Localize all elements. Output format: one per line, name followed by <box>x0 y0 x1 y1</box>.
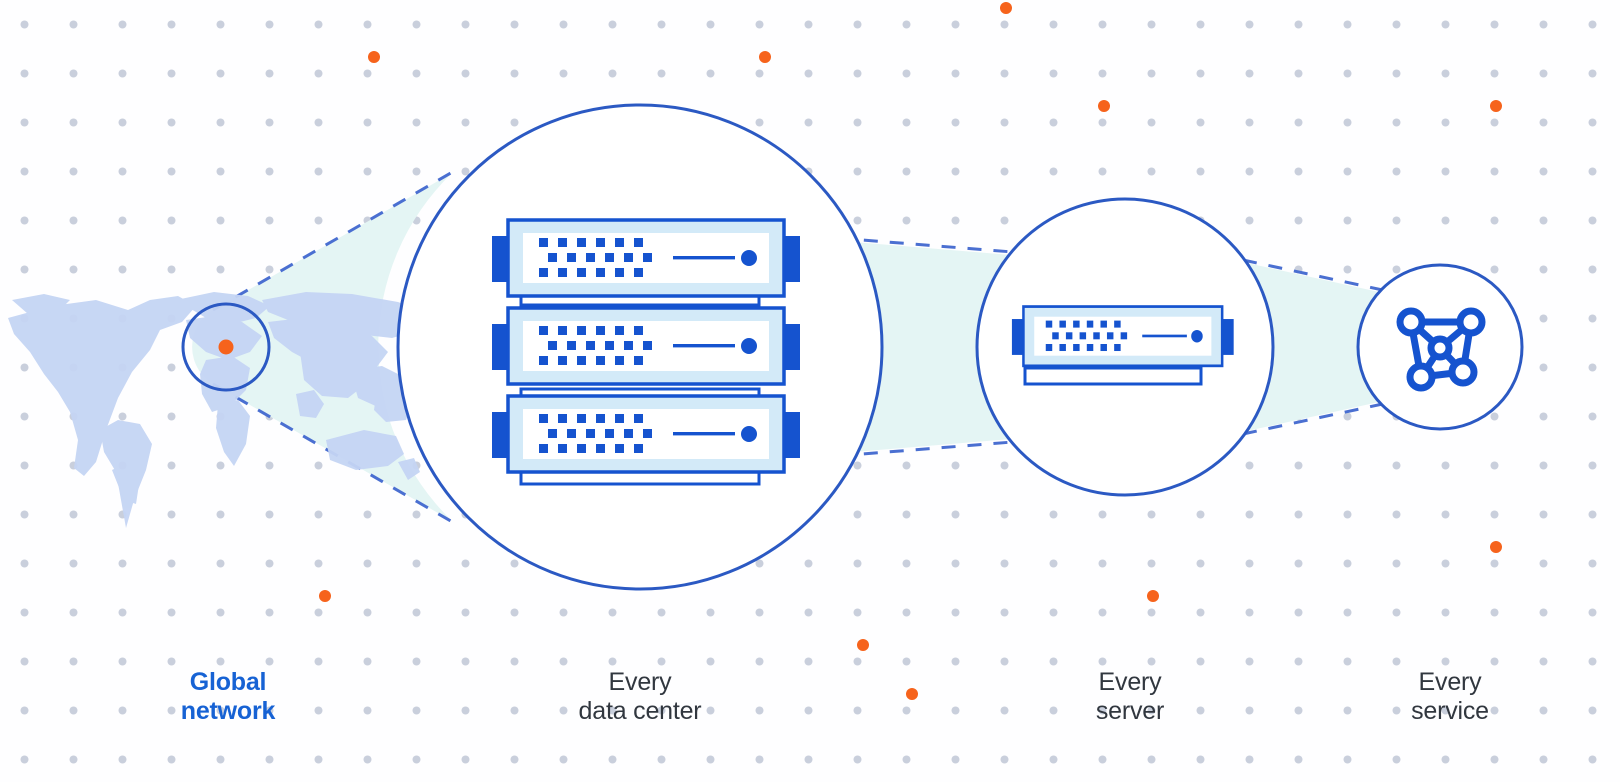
server-unit-icon <box>1012 307 1234 386</box>
network-graph-icon <box>1396 307 1486 392</box>
data-center-circle <box>396 103 884 591</box>
globe-highlight-circle <box>181 302 271 392</box>
label-every-data-center: Every data center <box>578 668 702 725</box>
service-circle <box>1356 263 1524 431</box>
server-rack-unit-1 <box>492 220 800 296</box>
label-every-service: Every service <box>1411 668 1489 725</box>
server-rack-icon <box>492 220 800 486</box>
orange-accent-dots <box>319 2 1502 700</box>
globe-location-dot <box>218 339 234 355</box>
label-global-network: Global network <box>180 668 276 725</box>
server-circle <box>975 197 1275 497</box>
label-every-server: Every server <box>1095 668 1165 725</box>
server-rack-unit-2 <box>492 308 800 384</box>
server-rack-unit-3 <box>492 396 800 472</box>
